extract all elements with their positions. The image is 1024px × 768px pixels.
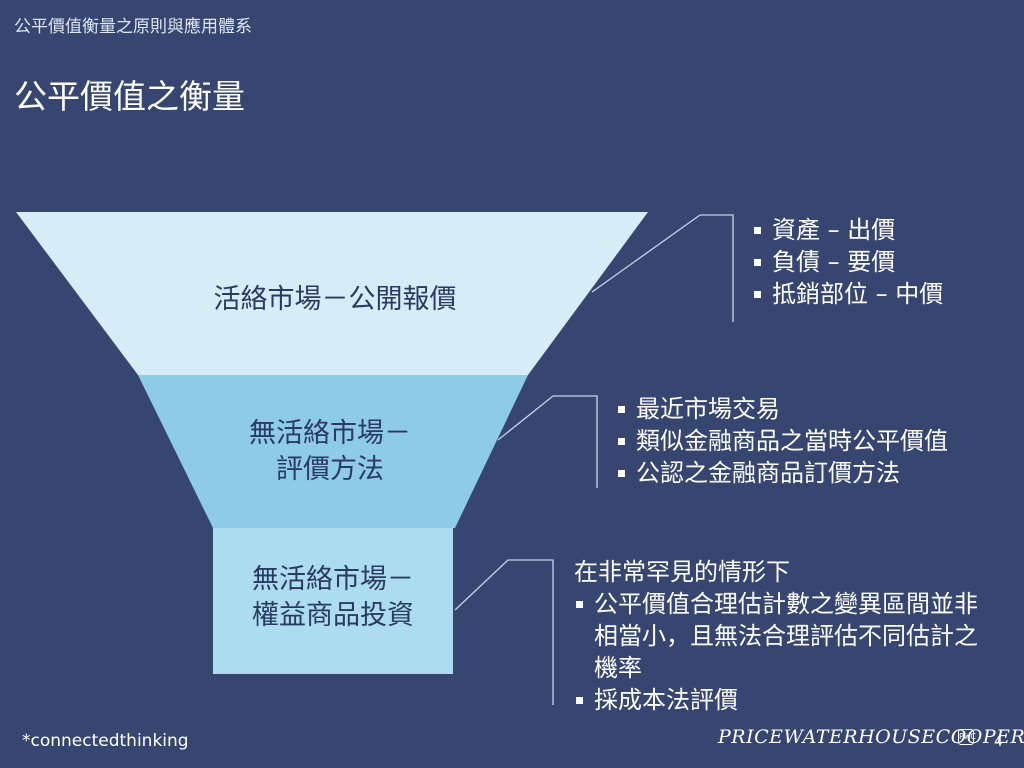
tier-3-line-1: 無活絡市場－ — [252, 564, 414, 595]
slide-title: 公平價值之衡量 — [14, 77, 245, 116]
list-item: 負債 – 要價 — [752, 246, 943, 278]
tier-3-line-2: 權益商品投資 — [252, 600, 414, 631]
page-number: 4 — [994, 734, 1003, 750]
connector-tier-3 — [454, 559, 554, 705]
tier-2-line-2: 評價方法 — [276, 454, 384, 485]
funnel-tier-3-label: 無活絡市場－ 權益商品投資 — [213, 562, 453, 634]
funnel-tier-2-shape — [138, 375, 528, 528]
funnel-tier-1-label: 活絡市場－公開報價 — [100, 282, 570, 318]
footer-tagline: *connectedthinking — [22, 731, 189, 751]
funnel-tier-1-shape — [16, 212, 648, 375]
list-item: 採成本法評價 — [574, 684, 979, 716]
company-logo: PRICEWATERHOUSECOOPERS — [718, 726, 1024, 748]
funnel-tier-2-label: 無活絡市場－ 評價方法 — [170, 416, 490, 488]
list-item: 抵銷部位 – 中價 — [752, 278, 943, 310]
connector-tier-2 — [497, 395, 598, 488]
tier-2-notes: 最近市場交易 類似金融商品之當時公平價值 公認之金融商品訂價方法 — [616, 393, 948, 489]
tier-1-line-1: 活絡市場－公開報價 — [213, 284, 457, 315]
tier-3-intro: 在非常罕見的情形下 — [574, 558, 790, 586]
list-item: 最近市場交易 — [616, 393, 948, 425]
tier-3-notes: 在非常罕見的情形下 公平價值合理估計數之變異區間並非相當小，且無法合理評估不同估… — [574, 556, 1004, 716]
tier-1-notes: 資產 – 出價 負債 – 要價 抵銷部位 – 中價 — [752, 214, 943, 310]
list-item: 類似金融商品之當時公平價值 — [616, 425, 948, 457]
deck-subtitle: 公平價值衡量之原則與應用體系 — [14, 17, 252, 37]
tier-2-line-1: 無活絡市場－ — [249, 418, 411, 449]
connector-tier-1 — [591, 214, 734, 322]
list-item: 公認之金融商品訂價方法 — [616, 457, 948, 489]
funnel-tier-3-shape — [213, 528, 453, 674]
list-item: 資產 – 出價 — [752, 214, 943, 246]
list-item: 公平價值合理估計數之變異區間並非相當小，且無法合理評估不同估計之機率 — [574, 588, 979, 684]
logo-mark-icon: PwC — [958, 729, 976, 745]
